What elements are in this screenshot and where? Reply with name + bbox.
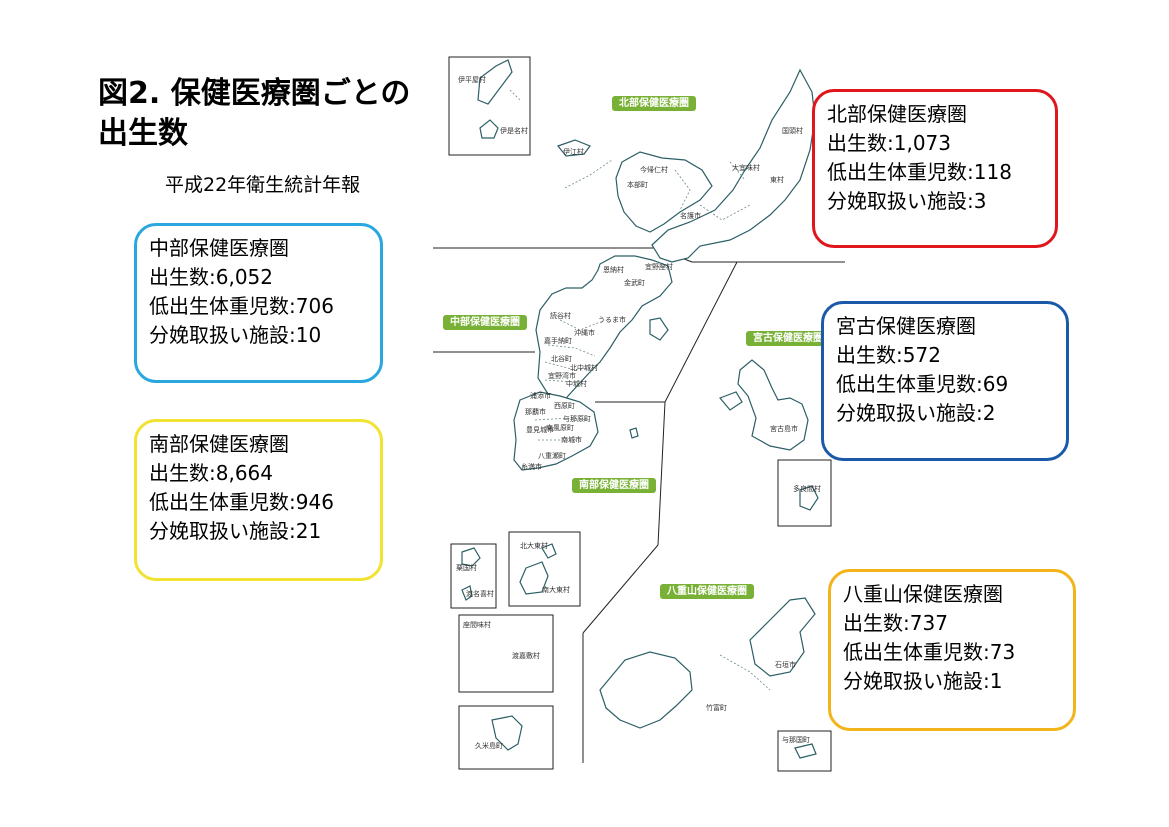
place-izena: 伊是名村 <box>500 126 528 135</box>
place-aguni: 粟国村 <box>456 563 477 572</box>
facilities-row: 分娩取扱い施設:1 <box>843 669 1003 693</box>
births-row: 出生数:8,664 <box>149 461 273 485</box>
place-nanjo: 南城市 <box>561 435 582 444</box>
place-kitadaito: 北大東村 <box>520 541 548 550</box>
page-title: 図2. 保健医療圏ごとの 出生数 <box>98 74 448 154</box>
place-tokashiki: 渡嘉敷村 <box>512 651 540 660</box>
place-tonaki: 渡名喜村 <box>466 589 494 598</box>
low-weight-row: 低出生体重児数:706 <box>149 294 334 318</box>
place-kin: 金武町 <box>624 278 645 287</box>
place-ginoza: 宜野座村 <box>645 262 673 271</box>
place-kadena: 嘉手納町 <box>544 336 572 345</box>
place-tarama: 多良間村 <box>793 484 821 493</box>
subtitle: 平成22年衛生統計年報 <box>165 174 361 196</box>
place-higashi: 東村 <box>770 175 784 184</box>
place-uruma: うるま市 <box>598 315 626 324</box>
region-divider-lines <box>433 247 845 763</box>
facilities-row: 分娩取扱い施設:2 <box>836 401 996 425</box>
facilities-row: 分娩取扱い施設:3 <box>827 189 987 213</box>
place-kitanakagusuku: 北中城村 <box>570 363 598 372</box>
map-badge-miyako: 宮古保健医療圏 <box>746 331 830 346</box>
region-box-chubu: 中部保健医療圏 出生数:6,052 低出生体重児数:706 分娩取扱い施設:10 <box>134 223 383 383</box>
place-urasoe: 浦添市 <box>530 391 551 400</box>
low-weight-row: 低出生体重児数:69 <box>836 372 1009 396</box>
low-weight-row: 低出生体重児数:118 <box>827 160 1012 184</box>
low-weight-row: 低出生体重児数:73 <box>843 640 1016 664</box>
place-ogimi: 大宜味村 <box>732 163 760 172</box>
place-taketomi: 竹富町 <box>706 703 727 712</box>
region-name: 南部保健医療圏 <box>149 432 289 456</box>
low-weight-row: 低出生体重児数:946 <box>149 490 334 514</box>
place-yonaguni: 与那国町 <box>782 736 810 744</box>
place-ishigaki: 石垣市 <box>775 660 796 669</box>
title-line-2: 出生数 <box>98 116 188 151</box>
place-nago: 名護市 <box>680 211 701 220</box>
place-yaese: 八重瀬町 <box>538 451 566 460</box>
births-row: 出生数:737 <box>843 611 948 635</box>
births-row: 出生数:572 <box>836 343 941 367</box>
births-row: 出生数:6,052 <box>149 265 273 289</box>
place-kunigami: 国頭村 <box>782 126 803 135</box>
facilities-row: 分娩取扱い施設:10 <box>149 323 322 347</box>
region-box-nanbu: 南部保健医療圏 出生数:8,664 低出生体重児数:946 分娩取扱い施設:21 <box>134 419 383 581</box>
region-box-hokubu: 北部保健医療圏 出生数:1,073 低出生体重児数:118 分娩取扱い施設:3 <box>812 89 1058 248</box>
map-badge-nanbu: 南部保健医療圏 <box>572 478 656 493</box>
place-names: 伊平屋村 伊是名村 伊江村 国頭村 今帰仁村 大宜味村 本部町 東村 名護市 恩… <box>456 75 821 750</box>
place-iheya: 伊平屋村 <box>458 75 486 84</box>
births-row: 出生数:1,073 <box>827 131 951 155</box>
facilities-row: 分娩取扱い施設:21 <box>149 519 322 543</box>
map-badge-hokubu: 北部保健医療圏 <box>612 96 696 111</box>
place-minamidaito: 南大東村 <box>542 585 570 594</box>
place-naha: 那覇市 <box>525 407 546 416</box>
map-badge-yaeyama: 八重山保健医療圏 <box>660 584 754 599</box>
region-box-yaeyama: 八重山保健医療圏 出生数:737 低出生体重児数:73 分娩取扱い施設:1 <box>828 569 1076 731</box>
place-nakijin: 今帰仁村 <box>640 165 668 174</box>
region-name: 中部保健医療圏 <box>149 236 289 260</box>
place-chatan: 北谷町 <box>551 354 572 363</box>
title-line-1: 図2. 保健医療圏ごとの <box>98 76 411 111</box>
municipal-boundaries <box>509 89 771 691</box>
place-kumejima: 久米島町 <box>475 741 503 750</box>
region-name: 宮古保健医療圏 <box>836 314 976 338</box>
place-haebaru: 南風原町 <box>546 423 574 432</box>
inset-boxes <box>448 56 832 772</box>
place-yonabaru: 与那原町 <box>563 415 591 423</box>
place-nakagusuku: 中城村 <box>566 379 587 388</box>
map-badge-chubu: 中部保健医療圏 <box>443 315 527 330</box>
region-box-miyako: 宮古保健医療圏 出生数:572 低出生体重児数:69 分娩取扱い施設:2 <box>821 301 1069 461</box>
place-yomitan: 読谷村 <box>550 311 571 320</box>
place-itoman: 糸満市 <box>521 462 542 471</box>
place-miyakojima: 宮古島市 <box>770 424 798 433</box>
place-ie: 伊江村 <box>563 147 584 156</box>
place-tomigusuku: 豊見城市 <box>526 425 554 434</box>
place-okinawa: 沖縄市 <box>574 328 595 337</box>
place-nishihara: 西原町 <box>554 402 575 410</box>
place-ginowan: 宜野湾市 <box>548 371 576 380</box>
region-name: 八重山保健医療圏 <box>843 582 1003 606</box>
island-shapes <box>461 59 819 759</box>
place-onna: 恩納村 <box>603 265 624 274</box>
place-motobu: 本部町 <box>627 180 648 189</box>
place-zamami: 座間味村 <box>463 620 491 629</box>
region-name: 北部保健医療圏 <box>827 102 967 126</box>
